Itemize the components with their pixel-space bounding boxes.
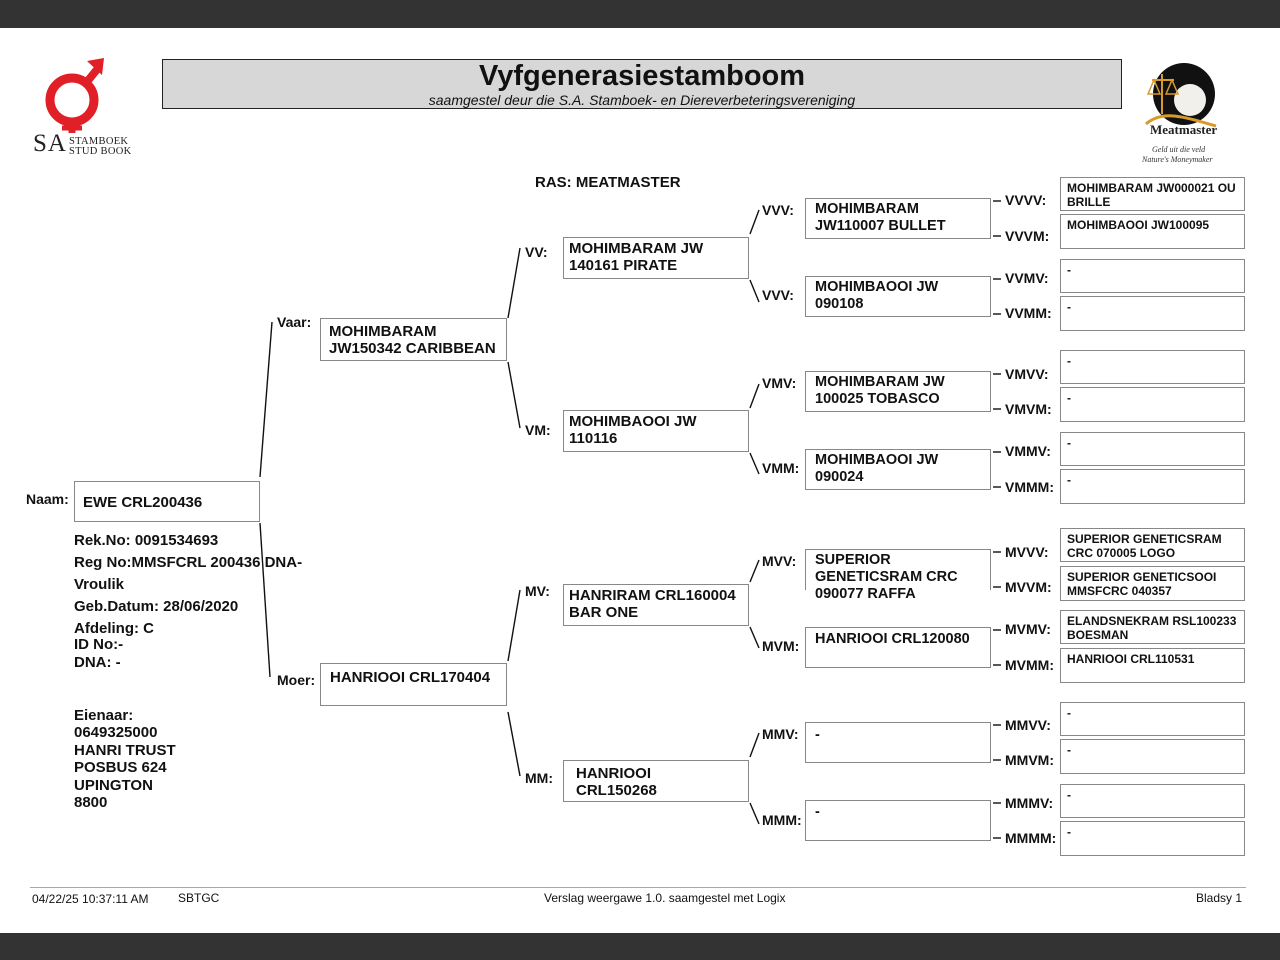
mmvv-box: - bbox=[1060, 702, 1245, 736]
sa-logo-line2: STUD BOOK bbox=[69, 146, 132, 157]
mvmm-label: MVMM: bbox=[1005, 657, 1054, 673]
vmmm-box: - bbox=[1060, 469, 1245, 504]
vmm-label: VMM: bbox=[762, 460, 800, 476]
report-title-box: Vyfgenerasiestamboom saamgestel deur die… bbox=[162, 59, 1122, 109]
vvmv-label: VVMV: bbox=[1005, 270, 1049, 286]
vv-label: VV: bbox=[525, 244, 548, 260]
mmmm-label: MMMM: bbox=[1005, 830, 1057, 846]
owner-code: 0649325000 bbox=[74, 724, 158, 742]
vmv-box: MOHIMBARAM JW 100025 TOBASCO bbox=[805, 371, 991, 412]
mmmv-box: - bbox=[1060, 784, 1245, 818]
mmmm-box: - bbox=[1060, 821, 1245, 856]
vvv-label: VVV: bbox=[762, 202, 794, 218]
rek-no: Rek.No: 0091534693 bbox=[74, 532, 219, 549]
mmvm-label: MMVM: bbox=[1005, 752, 1054, 768]
afdeling: Afdeling: C bbox=[74, 620, 154, 637]
vvv-box: MOHIMBARAM JW110007 BULLET bbox=[805, 198, 991, 239]
vmv-label: VMV: bbox=[762, 375, 797, 391]
report-subtitle: saamgestel deur die S.A. Stamboek- en Di… bbox=[428, 92, 856, 108]
vmmv-box: - bbox=[1060, 432, 1245, 466]
gender-symbol-icon bbox=[45, 58, 104, 133]
meatmaster-brand: Meatmaster bbox=[1150, 122, 1218, 137]
mm-box: HANRIOOI CRL150268 bbox=[563, 760, 749, 802]
owner-address-1: POSBUS 624 bbox=[74, 759, 167, 777]
id-no: ID No:- bbox=[74, 636, 124, 653]
mv-label: MV: bbox=[525, 583, 550, 599]
sa-logo-line1: STAMBOEK bbox=[69, 136, 129, 147]
vaar-label: Vaar: bbox=[277, 314, 312, 330]
breed-heading: RAS: MEATMASTER bbox=[535, 174, 681, 191]
mvvv-label: MVVV: bbox=[1005, 544, 1049, 560]
vvmv-box: - bbox=[1060, 259, 1245, 293]
mvm-box: HANRIOOI CRL120080 bbox=[805, 627, 991, 668]
birth-date: Geb.Datum: 28/06/2020 bbox=[74, 598, 239, 615]
owner-name: HANRI TRUST bbox=[74, 741, 176, 759]
vvm-label: VVV: bbox=[762, 287, 794, 303]
vvvv-label: VVVV: bbox=[1005, 192, 1047, 208]
vm-box: MOHIMBAOOI JW 110116 bbox=[563, 410, 749, 452]
footer-org: SBTGC bbox=[178, 891, 220, 905]
mm-label: MM: bbox=[525, 770, 553, 786]
footer-page-number: Bladsy 1 bbox=[1196, 891, 1243, 905]
mmv-label: MMV: bbox=[762, 726, 799, 742]
mvvm-label: MVVM: bbox=[1005, 579, 1052, 595]
gender: Vroulik bbox=[74, 576, 125, 593]
mvmm-box: HANRIOOI CRL110531 bbox=[1060, 648, 1245, 683]
vv-box: MOHIMBARAM JW 140161 PIRATE bbox=[563, 237, 749, 279]
bottom-frame-bar bbox=[0, 933, 1280, 960]
vmvm-box: - bbox=[1060, 387, 1245, 422]
vvmm-box: - bbox=[1060, 296, 1245, 331]
vmm-box: MOHIMBAOOI JW 090024 bbox=[805, 449, 991, 490]
mmvm-box: - bbox=[1060, 739, 1245, 774]
naam-label: Naam: bbox=[26, 491, 69, 507]
vvvm-box: MOHIMBAOOI JW100095 bbox=[1060, 214, 1245, 249]
owner-block: Eienaar: 0649325000 HANRI TRUST POSBUS 6… bbox=[74, 707, 176, 811]
vvmm-label: VVMM: bbox=[1005, 305, 1052, 321]
vvvm-label: VVVM: bbox=[1005, 228, 1050, 244]
report-title: Vyfgenerasiestamboom bbox=[478, 60, 806, 92]
owner-label: Eienaar: bbox=[74, 707, 134, 724]
mvv-box: SUPERIOR GENETICSRAM CRC 090077 RAFFA bbox=[805, 549, 991, 602]
reg-no: Reg No:MMSFCRL 200436 DNA- bbox=[74, 554, 303, 571]
mmm-box: - bbox=[805, 800, 991, 841]
vvvv-box: MOHIMBARAM JW000021 OU BRILLE bbox=[1060, 177, 1245, 211]
footer-timestamp: 04/22/25 10:37:11 AM bbox=[32, 892, 149, 906]
footer-divider bbox=[30, 887, 1246, 888]
vmvv-label: VMVV: bbox=[1005, 366, 1049, 382]
vvm-box: MOHIMBAOOI JW 090108 bbox=[805, 276, 991, 317]
mmm-label: MMM: bbox=[762, 812, 802, 828]
footer-report-version: Verslag weergawe 1.0. saamgestel met Log… bbox=[544, 891, 786, 905]
owner-postcode: 8800 bbox=[74, 794, 108, 812]
animal-name-box: EWE CRL200436 bbox=[74, 481, 260, 522]
mv-box: HANRIRAM CRL160004 BAR ONE bbox=[563, 584, 749, 626]
mvvm-box: SUPERIOR GENETICSOOI MMSFCRC 040357 bbox=[1060, 566, 1245, 601]
vm-label: VM: bbox=[525, 422, 551, 438]
top-frame-bar bbox=[0, 0, 1280, 28]
meatmaster-tagline-2: Nature's Moneymaker bbox=[1142, 155, 1213, 164]
vmmm-label: VMMM: bbox=[1005, 479, 1054, 495]
mmmv-label: MMMV: bbox=[1005, 795, 1054, 811]
mmv-box: - bbox=[805, 722, 991, 763]
vmvm-label: VMVM: bbox=[1005, 401, 1052, 417]
moer-label: Moer: bbox=[277, 672, 316, 688]
vmvv-box: - bbox=[1060, 350, 1245, 384]
owner-address-2: UPINGTON bbox=[74, 776, 153, 794]
mmvv-label: MMVV: bbox=[1005, 717, 1051, 733]
sa-logo-letters: SA bbox=[33, 130, 67, 157]
vmmv-label: VMMV: bbox=[1005, 443, 1051, 459]
meatmaster-emblem-icon bbox=[1145, 63, 1217, 128]
dna: DNA: - bbox=[74, 654, 121, 671]
mvm-label: MVM: bbox=[762, 638, 800, 654]
mvvv-box: SUPERIOR GENETICSRAM CRC 070005 LOGO bbox=[1060, 528, 1245, 562]
meatmaster-tagline-1: Geld uit die veld bbox=[1152, 145, 1206, 154]
mvmv-box: ELANDSNEKRAM RSL100233 BOESMAN bbox=[1060, 610, 1245, 644]
vaar-box: MOHIMBARAM JW150342 CARIBBEAN bbox=[320, 318, 507, 361]
moer-box: HANRIOOI CRL170404 bbox=[320, 663, 507, 706]
mvv-label: MVV: bbox=[762, 553, 797, 569]
mvmv-label: MVMV: bbox=[1005, 621, 1051, 637]
